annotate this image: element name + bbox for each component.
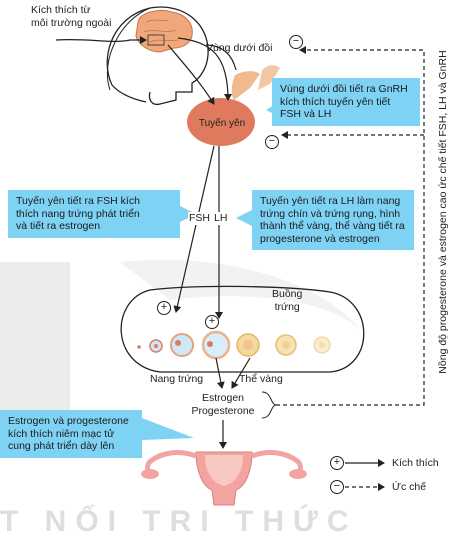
ovary-label: Buồng trứng (272, 288, 303, 313)
hypothalamus-label: Vùng dưới đồi (206, 42, 273, 54)
stimulate-sign-icon (157, 301, 219, 329)
feedback-path (276, 46, 425, 406)
legend (330, 456, 385, 494)
lh-callout-pointer (236, 210, 252, 226)
head-outline (106, 6, 237, 106)
fsh-label: FSH (188, 212, 211, 225)
uterus-icon (141, 450, 307, 506)
follicle-label: Nang trứng (150, 373, 204, 385)
estrogen-label: Estrogen (201, 392, 245, 404)
stimulate-sign-ovary-right: + (208, 315, 216, 327)
legend-stimulate-label: Kích thích (392, 457, 439, 469)
lh-callout: Tuyến yên tiết ra LH làm nang trứng chín… (252, 190, 414, 250)
ovary-outline (120, 285, 365, 373)
watermark: T NỐI TRI THỨC (0, 505, 358, 538)
feedback-label: Nồng độ progesterone và estrogen cao ức … (437, 50, 449, 374)
progesterone-label: Progesterone (191, 405, 255, 417)
corpus-luteum-label: Thể vàng (239, 373, 283, 385)
brain-icon (135, 9, 193, 53)
follicle-series (137, 330, 331, 360)
hormone-arrows (215, 357, 251, 449)
legend-plus-sign: + (333, 456, 341, 468)
pituitary-label: Tuyến yên (198, 118, 246, 129)
stimulate-sign-ovary-left: + (160, 301, 168, 313)
inhibit-sign-hypothalamus: − (292, 35, 300, 47)
external-stimulus-label: Kích thích từ môi trường ngoài (31, 4, 112, 29)
fsh-lh-arrows (173, 145, 223, 319)
fsh-callout: Tuyến yên tiết ra FSH kích thích nang tr… (8, 190, 180, 238)
hormone-brace (261, 391, 277, 419)
pituitary-gland (187, 98, 255, 146)
inhibit-sign-pituitary: − (268, 135, 276, 147)
background-shape (0, 259, 360, 420)
legend-minus-sign: − (333, 480, 341, 492)
stimulus-arrows (55, 36, 232, 105)
lh-label: LH (213, 212, 229, 225)
pituitary-stalk (231, 65, 280, 100)
inhibit-sign-icon (265, 35, 303, 149)
uterus-callout-pointer (142, 418, 194, 440)
legend-inhibit-label: Ức chế (392, 481, 427, 493)
gnrh-callout: Vùng dưới đồi tiết ra GnRH kích thích tu… (272, 78, 420, 126)
uterus-callout: Estrogen và progesterone kích thích niêm… (0, 410, 142, 458)
